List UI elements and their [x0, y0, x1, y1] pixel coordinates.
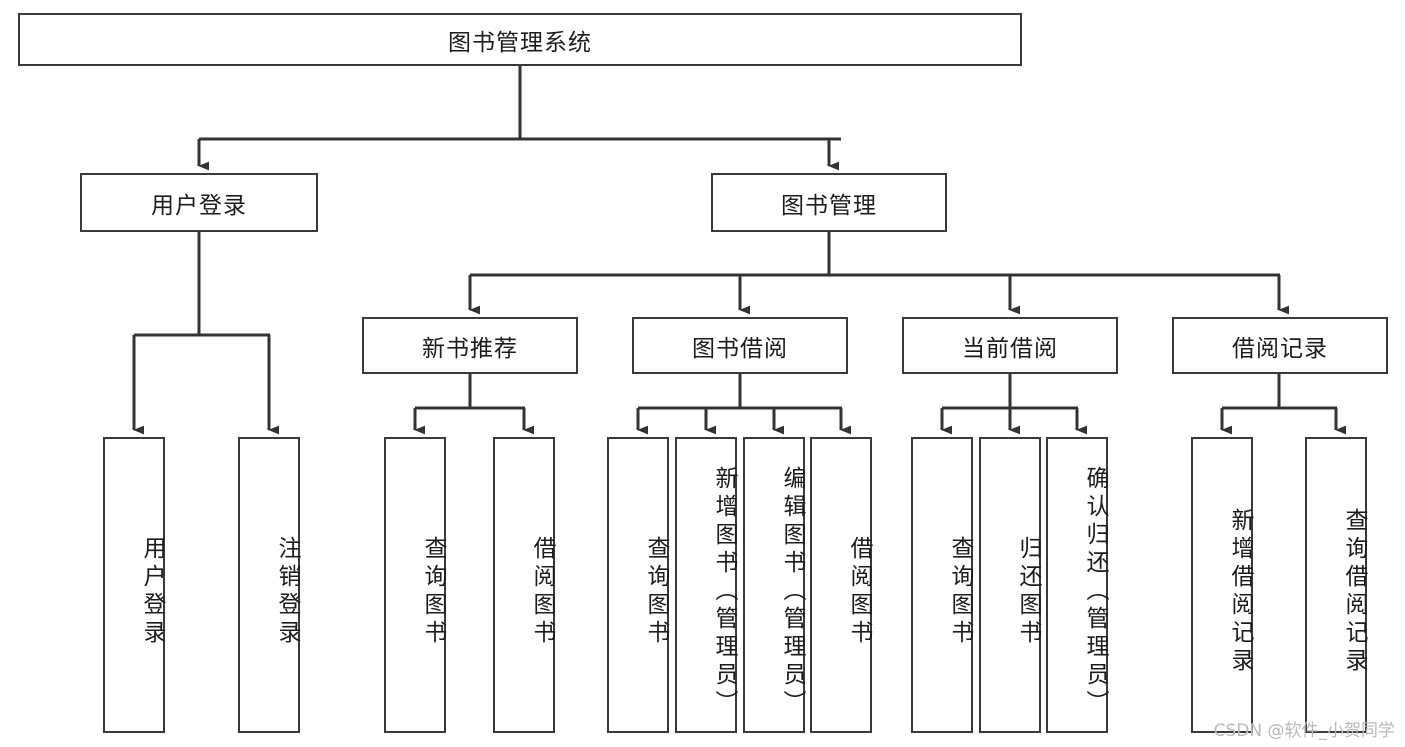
node-book-management[interactable]: 图书管理 — [711, 173, 947, 232]
leaf-logout[interactable]: 注销登录 — [238, 437, 300, 733]
node-label: 借阅图书 — [846, 536, 872, 648]
node-label: 借阅图书 — [529, 536, 555, 648]
node-book-borrow[interactable]: 图书借阅 — [632, 317, 848, 374]
leaf-borrow-book[interactable]: 借阅图书 — [810, 437, 872, 733]
leaf-query-book-current[interactable]: 查询图书 — [911, 437, 973, 733]
node-label: 查询图书 — [947, 536, 973, 648]
leaf-confirm-return-admin[interactable]: 确认归还（管理员） — [1046, 437, 1108, 733]
node-root[interactable]: 图书管理系统 — [18, 13, 1022, 66]
node-label: 新书推荐 — [422, 335, 518, 362]
node-label: 图书借阅 — [692, 335, 788, 362]
leaf-edit-book-admin[interactable]: 编辑图书（管理员） — [743, 437, 805, 733]
leaf-add-book-admin[interactable]: 新增图书（管理员） — [675, 437, 737, 733]
leaf-return-book[interactable]: 归还图书 — [979, 437, 1041, 733]
node-new-book-recommend[interactable]: 新书推荐 — [362, 317, 578, 374]
node-label: 用户登录 — [139, 536, 165, 648]
leaf-add-borrow-record[interactable]: 新增借阅记录 — [1191, 437, 1253, 733]
node-label: 注销登录 — [274, 536, 300, 648]
node-borrow-record[interactable]: 借阅记录 — [1172, 317, 1388, 374]
leaf-query-book-recommend[interactable]: 查询图书 — [384, 437, 446, 733]
node-label: 查询图书 — [420, 536, 446, 648]
node-label: 查询借阅记录 — [1341, 508, 1367, 676]
node-label: 新增图书（管理员） — [711, 466, 737, 718]
node-label: 编辑图书（管理员） — [779, 466, 805, 718]
leaf-query-borrow-record[interactable]: 查询借阅记录 — [1305, 437, 1367, 733]
leaf-user-login[interactable]: 用户登录 — [103, 437, 165, 733]
leaf-borrow-book-recommend[interactable]: 借阅图书 — [493, 437, 555, 733]
node-label: 图书管理 — [781, 192, 877, 219]
node-label: 查询图书 — [643, 536, 669, 648]
node-label: 确认归还（管理员） — [1082, 466, 1108, 718]
node-label: 归还图书 — [1015, 536, 1041, 648]
node-label: 新增借阅记录 — [1227, 508, 1253, 676]
node-label: 借阅记录 — [1232, 335, 1328, 362]
node-label: 当前借阅 — [962, 335, 1058, 362]
node-user-login[interactable]: 用户登录 — [80, 173, 318, 232]
node-label: 图书管理系统 — [448, 29, 592, 56]
node-label: 用户登录 — [151, 192, 247, 219]
node-current-borrow[interactable]: 当前借阅 — [902, 317, 1118, 374]
leaf-query-book-borrow[interactable]: 查询图书 — [607, 437, 669, 733]
